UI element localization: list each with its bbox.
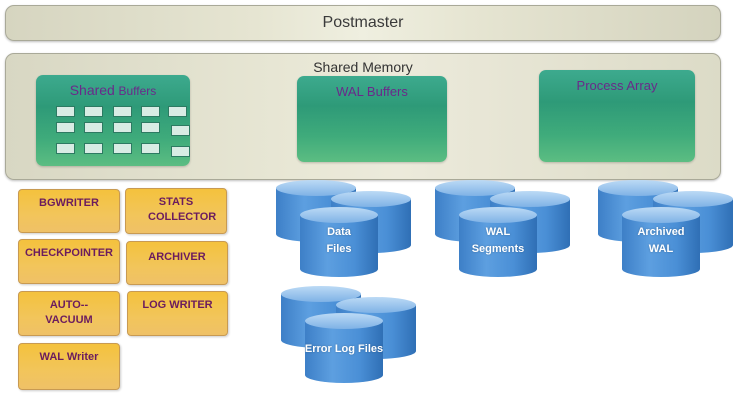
wal-segments-storage: WAL Segments (435, 180, 575, 277)
process-archiver: ARCHIVER (126, 241, 228, 285)
shared-memory-title: Shared Memory (313, 59, 413, 75)
buffer-page (141, 106, 160, 117)
storage-label-line1: Data (327, 226, 351, 238)
process-checkpointer: CHECKPOINTER (18, 239, 120, 284)
shared-memory-panel: Shared Memory Shared Buffers WAL Buffers… (5, 53, 721, 180)
shared-buffers-label: Shared Buffers (36, 82, 190, 98)
process-autovacuum: AUTO-- VACUUM (18, 291, 120, 336)
buffer-page (56, 122, 75, 133)
shared-buffers-label-a: Shared (69, 82, 115, 98)
buffer-page (171, 146, 190, 157)
buffer-page (113, 143, 132, 154)
wal-buffers-block: WAL Buffers (297, 76, 447, 162)
buffer-page (84, 122, 103, 133)
postmaster-label: Postmaster (322, 14, 404, 31)
storage-label-line1: Archived (637, 226, 685, 238)
storage-label-line2: Segments (471, 243, 525, 255)
process-array-label: Process Array (576, 78, 658, 93)
error-log-files-storage: Error Log Files (281, 286, 421, 383)
buffer-page (141, 122, 160, 133)
buffer-page (113, 106, 132, 117)
buffer-page (56, 106, 75, 117)
storage-label: WAL Segments (459, 224, 537, 258)
buffer-page (84, 143, 103, 154)
buffer-page (113, 122, 132, 133)
buffer-page (168, 106, 187, 117)
process-stats-collector: STATS COLLECTOR (125, 188, 227, 234)
storage-label: Error Log Files (304, 343, 384, 355)
shared-buffers-block: Shared Buffers (36, 75, 190, 166)
wal-buffers-label: WAL Buffers (336, 84, 408, 99)
shared-buffers-label-b: Buffers (118, 84, 157, 98)
process-wal-writer: WAL Writer (18, 343, 120, 390)
buffer-page (171, 125, 190, 136)
postmaster-bar: Postmaster (5, 5, 721, 41)
buffer-page (141, 143, 160, 154)
storage-label-line2: Files (326, 243, 352, 255)
buffer-page (84, 106, 103, 117)
storage-label-line2: WAL (648, 243, 674, 255)
storage-label-line1: WAL (485, 226, 511, 238)
process-log-writer: LOG WRITER (127, 291, 228, 336)
process-bgwriter: BGWRITER (18, 189, 120, 233)
buffer-page (56, 143, 75, 154)
process-array-block: Process Array (539, 70, 695, 162)
